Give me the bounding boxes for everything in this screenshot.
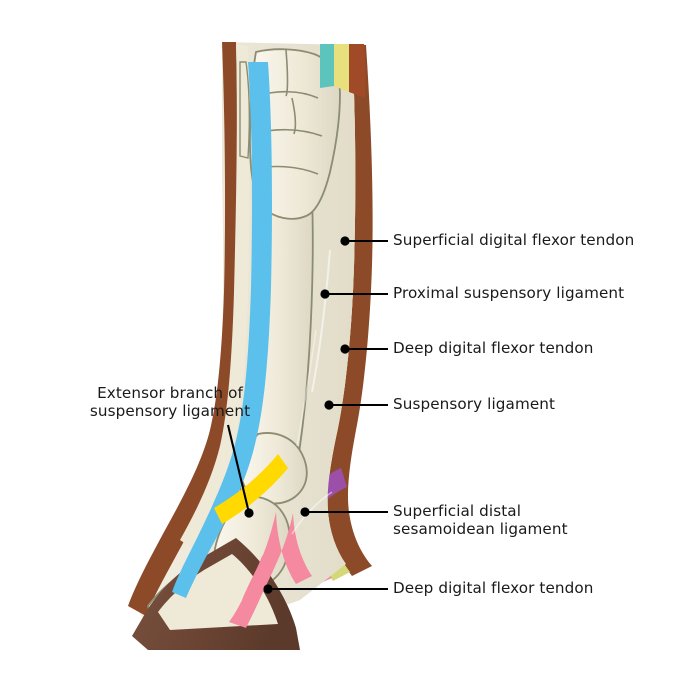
leader-dot-extensor-branch — [244, 508, 254, 518]
leader-dot-group — [244, 236, 350, 594]
leader-line-group — [226, 239, 388, 591]
leader-dot-ddft-lower — [263, 584, 273, 594]
dorsal-fascia — [180, 44, 250, 548]
leader-dot-sdft — [340, 236, 350, 246]
leader-dot-superficial-distal-sesamoidean — [300, 507, 310, 517]
extensor-tendon — [172, 62, 272, 598]
carpal-suture-4 — [285, 49, 289, 97]
label-extensor-branch: Extensor branch of suspensory ligament — [89, 384, 251, 420]
skin-dorsal — [128, 42, 238, 616]
skin-palmar — [327, 45, 373, 576]
splint-bone — [239, 61, 251, 159]
ddft-hoof-insert — [229, 548, 280, 628]
yellow-band — [334, 44, 350, 92]
rust-band — [349, 44, 366, 98]
leader-line-extensor-branch — [226, 424, 251, 514]
sheen-ddft — [296, 329, 317, 447]
label-suspensory: Suspensory ligament — [393, 395, 556, 413]
leader-dot-suspensory — [324, 400, 334, 410]
label-sdft: Superficial digital flexor tendon — [393, 231, 635, 249]
sheen-sdft — [311, 249, 331, 393]
label-superficial-distal-sesamoidean: Superficial distal sesamoidean ligament — [393, 502, 568, 538]
limb-body — [128, 42, 366, 650]
carpal-suture-5 — [291, 97, 297, 135]
label-proximal-suspensory: Proximal suspensory ligament — [393, 284, 625, 302]
extensor-branch — [214, 454, 288, 524]
leader-dot-ddft-upper — [340, 344, 350, 354]
label-ddft-upper: Deep digital flexor tendon — [393, 339, 594, 357]
leader-dot-proximal-suspensory — [320, 289, 330, 299]
label-ddft-lower: Deep digital flexor tendon — [393, 579, 594, 597]
teal-band — [320, 44, 335, 88]
